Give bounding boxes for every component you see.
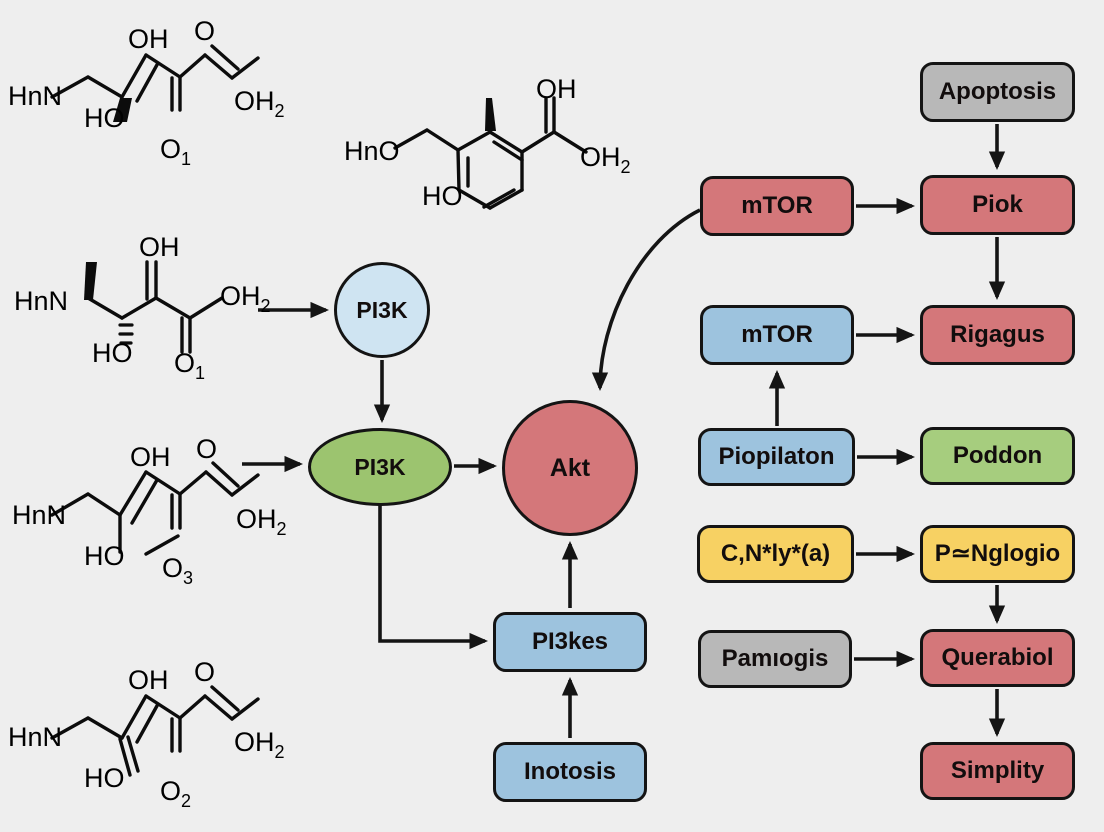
atom-label-HnN: HnN — [8, 81, 62, 111]
atom-label-OH: OH — [128, 24, 169, 54]
node-pamiogis[interactable]: Pamıogis — [698, 630, 852, 688]
atom-label-OH2: OH2 — [234, 86, 285, 121]
atom-label-OH: OH — [536, 74, 577, 104]
atom-label-O1: O1 — [174, 348, 205, 383]
edge-mtor-red-to-akt — [591, 208, 701, 391]
atom-label-OH: OH — [128, 665, 169, 695]
atom-label-HO: HO — [84, 541, 125, 571]
node-pi3k-kinase[interactable]: PI3K — [308, 428, 452, 506]
node-pnglogio[interactable]: P≃Nglogio — [920, 525, 1075, 583]
chemical-structure-2-labels: HnO OH OH2 HO — [344, 74, 631, 211]
chemical-structure-5 — [50, 685, 260, 777]
atom-label-HnN: HnN — [14, 286, 68, 316]
node-mtor-blue[interactable]: mTOR — [700, 305, 854, 365]
atom-label-HO: HO — [92, 338, 133, 368]
connector-group — [242, 124, 1006, 738]
node-poddon[interactable]: Poddon — [920, 427, 1075, 485]
atom-label-HO: HO — [422, 181, 463, 211]
node-inotosis[interactable]: Inotosis — [493, 742, 647, 802]
node-pi3k-receptor[interactable]: PI3K — [334, 262, 430, 358]
atom-label-O1: O1 — [160, 134, 191, 169]
atom-label-HnN: HnN — [8, 722, 62, 752]
atom-label-HnN: HnN — [12, 500, 66, 530]
chemical-structure-2 — [393, 96, 588, 210]
chemical-structure-3-labels: HnN OH OH2 HO O1 — [14, 232, 271, 383]
node-piopilaton[interactable]: Piopilaton — [698, 428, 855, 486]
chemical-structure-1-labels: HnN OH O OH2 HO O1 — [8, 16, 285, 169]
chemical-structure-1 — [50, 44, 260, 122]
atom-label-OH: OH — [130, 442, 171, 472]
atom-label-OH2: OH2 — [234, 727, 285, 762]
atom-label-OH: OH — [139, 232, 180, 262]
atom-label-O: O — [194, 16, 215, 46]
node-mtor-red[interactable]: mTOR — [700, 176, 854, 236]
node-apoptosis[interactable]: Apoptosis — [920, 62, 1075, 122]
node-pi3kes[interactable]: PI3kes — [493, 612, 647, 672]
edge-pi3k-ellipse-to-pi3kes — [378, 503, 488, 650]
atom-label-O: O — [196, 434, 217, 464]
node-piok[interactable]: Piok — [920, 175, 1075, 235]
atom-label-O: O — [194, 657, 215, 687]
chemical-structure-4 — [50, 461, 260, 556]
atom-label-OH2: OH2 — [580, 142, 631, 177]
atom-label-OH2: OH2 — [220, 281, 271, 316]
node-rigagus[interactable]: Rigagus — [920, 305, 1075, 365]
chemical-structure-5-labels: HnN OH O OH2 HO O2 — [8, 657, 285, 811]
atom-label-HnO: HnO — [344, 136, 400, 166]
node-akt[interactable]: Akt — [502, 400, 638, 536]
chemical-structure-3 — [84, 260, 224, 354]
node-cnly-a[interactable]: C,N*ly*(a) — [697, 525, 854, 583]
atom-label-O2: O2 — [160, 776, 191, 811]
atom-label-HO: HO — [84, 763, 125, 793]
node-simplity[interactable]: Simplity — [920, 742, 1075, 800]
atom-label-O3: O3 — [162, 553, 193, 588]
node-querabiol[interactable]: Querabiol — [920, 629, 1075, 687]
atom-label-HO: HO — [84, 103, 125, 133]
chemical-structure-4-labels: HnN OH O OH2 HO O3 — [12, 434, 287, 588]
atom-label-OH2: OH2 — [236, 504, 287, 539]
